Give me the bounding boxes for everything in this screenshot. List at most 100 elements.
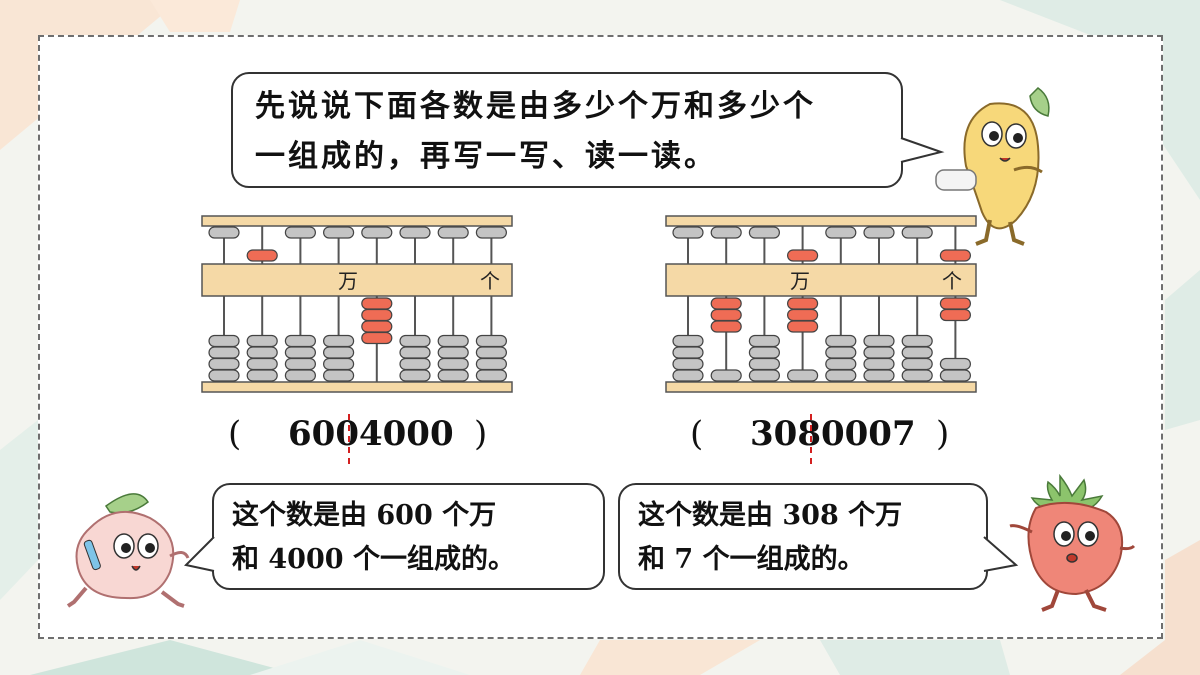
right-close-paren: ) bbox=[936, 414, 950, 454]
abacus-bead bbox=[246, 334, 278, 348]
abacus-bead bbox=[437, 346, 469, 359]
abacus-bead bbox=[825, 334, 857, 348]
abacus-bead bbox=[437, 334, 469, 348]
bubble-tail bbox=[898, 137, 945, 163]
abacus-beam bbox=[201, 263, 513, 297]
abacus-top-frame bbox=[201, 215, 513, 227]
ge-label: 个 bbox=[942, 269, 962, 293]
abacus-bead bbox=[284, 334, 317, 348]
abacus-bead bbox=[399, 369, 431, 382]
abacus-beads bbox=[208, 226, 507, 382]
left-explanation-line-2: 和 4000 个一组成的。 bbox=[232, 544, 515, 575]
abacus-bead bbox=[322, 357, 355, 371]
abacus-bead bbox=[672, 369, 704, 382]
abacus-bead bbox=[863, 226, 895, 239]
bg-shape-mint-bottom bbox=[30, 640, 300, 675]
left-explanation-line-1: 这个数是由 600 个万 bbox=[232, 500, 497, 531]
abacus-bead bbox=[939, 249, 971, 262]
abacus-bead bbox=[825, 226, 857, 239]
abacus-bead bbox=[901, 346, 933, 359]
abacus-bead bbox=[672, 226, 704, 239]
abacus-bead bbox=[863, 334, 895, 348]
abacus-bead bbox=[786, 369, 819, 382]
abacus-bead bbox=[825, 369, 857, 382]
abacus-bead bbox=[322, 369, 355, 382]
abacus-bead bbox=[672, 334, 704, 348]
strawberry-mascot-icon bbox=[1009, 473, 1136, 612]
abacus-bead bbox=[786, 308, 819, 322]
right-explanation-line-2: 和 7 个一组成的。 bbox=[638, 544, 865, 575]
peach-mascot-icon bbox=[66, 493, 190, 608]
wan-label: 万 bbox=[790, 269, 810, 293]
abacus-bead bbox=[475, 369, 507, 382]
abacus-bead bbox=[361, 331, 393, 345]
abacus-right: 万 个 bbox=[665, 215, 977, 393]
abacus-bead bbox=[284, 357, 317, 371]
abacus-bead bbox=[786, 249, 819, 262]
abacus-bead bbox=[208, 334, 240, 348]
abacus-bead bbox=[901, 226, 933, 239]
right-answer-number: 3080007 bbox=[750, 414, 916, 454]
abacus-bead bbox=[399, 346, 431, 359]
bubble-tail bbox=[981, 536, 1019, 572]
bg-shape-mint-left bbox=[0, 420, 38, 600]
left-open-paren: ( bbox=[228, 414, 242, 454]
abacus-bead bbox=[399, 226, 431, 239]
bg-shape-mint-bottom3 bbox=[820, 640, 1010, 675]
abacus-bead bbox=[437, 369, 469, 382]
abacus-bead bbox=[901, 357, 933, 371]
abacus-bead bbox=[284, 226, 317, 239]
abacus-beads bbox=[672, 226, 971, 382]
abacus-bead bbox=[284, 346, 317, 359]
right-place-divider bbox=[810, 414, 812, 464]
abacus-bead bbox=[710, 226, 742, 239]
abacus-bead bbox=[939, 357, 971, 371]
abacus-bead bbox=[399, 334, 431, 348]
bubble-tail bbox=[183, 536, 217, 572]
left-place-divider bbox=[348, 414, 350, 464]
abacus-bead bbox=[825, 357, 857, 371]
abacus-bead bbox=[672, 357, 704, 371]
abacus-bottom-frame bbox=[665, 381, 977, 393]
abacus-bead bbox=[322, 334, 355, 348]
left-answer-number: 6004000 bbox=[288, 414, 454, 454]
abacus-bead bbox=[361, 226, 393, 239]
abacus-beam bbox=[665, 263, 977, 297]
abacus-bead bbox=[748, 357, 781, 371]
abacus-bead bbox=[208, 346, 240, 359]
abacus-bead bbox=[710, 320, 742, 333]
abacus-bead bbox=[208, 357, 240, 371]
abacus-bead bbox=[748, 346, 781, 359]
abacus-bead bbox=[863, 346, 895, 359]
abacus-bead bbox=[475, 357, 507, 371]
abacus-bead bbox=[437, 357, 469, 371]
abacus-bead bbox=[361, 297, 393, 310]
abacus-bead bbox=[825, 346, 857, 359]
abacus-bead bbox=[246, 357, 278, 371]
abacus-bead bbox=[901, 369, 933, 382]
abacus-bead bbox=[863, 357, 895, 371]
abacus-bead bbox=[901, 334, 933, 348]
bg-shape-peach-bottom bbox=[580, 640, 760, 675]
abacus-bead bbox=[786, 297, 819, 310]
abacus-bead bbox=[208, 369, 240, 382]
instruction-line-1: 先说说下面各数是由多少个万和多少个 bbox=[255, 89, 816, 124]
abacus-bead bbox=[322, 226, 355, 239]
abacus-bead bbox=[748, 334, 781, 348]
abacus-bead bbox=[710, 369, 742, 382]
abacus-left: 万 个 bbox=[201, 215, 513, 393]
bg-shape-peach-corner bbox=[1120, 540, 1200, 675]
bg-shape-mint-side bbox=[1165, 270, 1200, 430]
abacus-bead bbox=[361, 320, 393, 333]
abacus-bead bbox=[322, 346, 355, 359]
abacus-bead bbox=[246, 249, 278, 262]
ge-label: 个 bbox=[480, 269, 500, 293]
right-explanation-bubble: 这个数是由 308 个万 和 7 个一组成的。 bbox=[618, 483, 1019, 590]
abacus-bead bbox=[710, 297, 742, 310]
mango-mascot-icon bbox=[935, 87, 1050, 246]
abacus-bead bbox=[437, 226, 469, 239]
abacus-bead bbox=[361, 308, 393, 322]
left-explanation-bubble: 这个数是由 600 个万 和 4000 个一组成的。 bbox=[183, 483, 605, 590]
abacus-bead bbox=[246, 369, 278, 382]
abacus-top-frame bbox=[665, 215, 977, 227]
